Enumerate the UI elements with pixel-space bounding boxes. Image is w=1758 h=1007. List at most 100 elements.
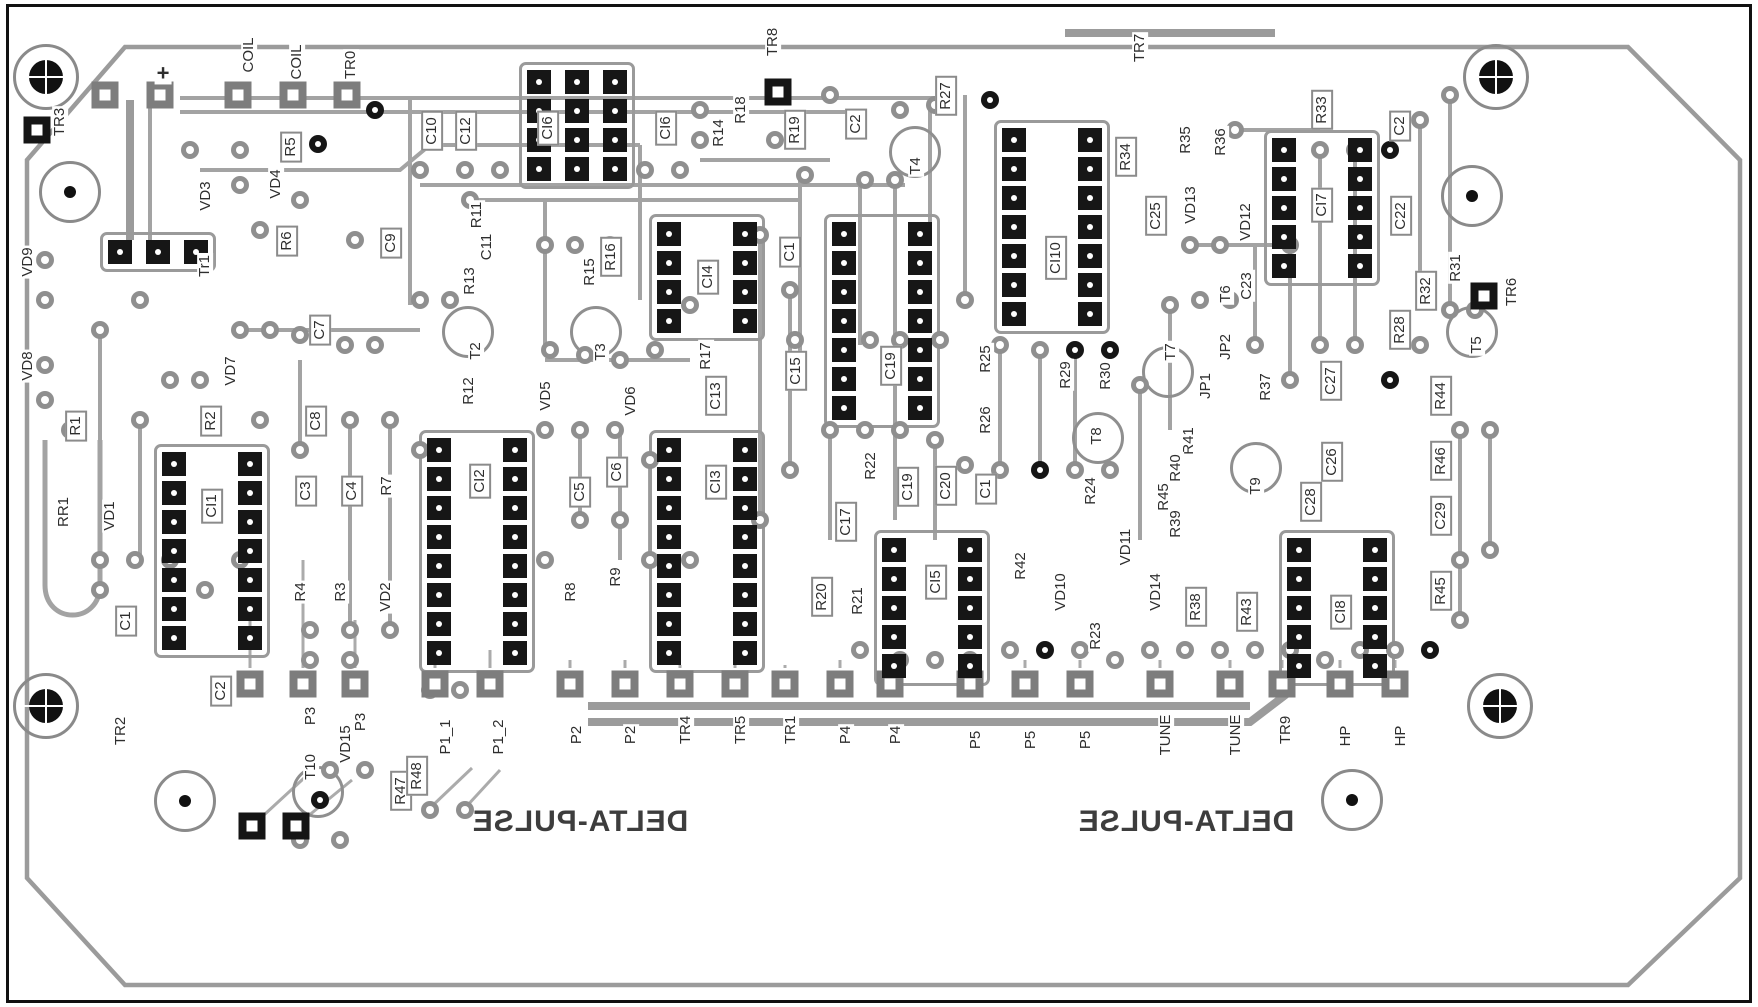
ic-pad — [565, 70, 589, 94]
via-pad — [1181, 236, 1199, 254]
ic-pad — [1348, 196, 1372, 220]
via-pad — [131, 411, 149, 429]
via-pad — [766, 131, 784, 149]
ic-pad — [1078, 302, 1102, 326]
ic-pad — [503, 583, 527, 607]
edge-pad — [146, 81, 174, 109]
component-label-c22: C22 — [1390, 196, 1412, 236]
component-label-vd1: VD1 — [101, 499, 119, 533]
mounting-hole-screw — [13, 673, 79, 739]
ic-pad — [908, 222, 932, 246]
component-label-r17: R17 — [697, 340, 715, 372]
component-label-r36: R36 — [1212, 126, 1230, 158]
via-pad — [366, 336, 384, 354]
ic-pad — [238, 481, 262, 505]
via-pad — [851, 641, 869, 659]
component-label-r45: R45 — [1430, 571, 1452, 611]
edge-pad — [238, 812, 266, 840]
ic-pad — [238, 539, 262, 563]
ic-pad — [908, 396, 932, 420]
component-label-ci1: CI1 — [201, 488, 223, 524]
via-pad — [1211, 641, 1229, 659]
component-label-r2: R2 — [200, 405, 222, 437]
via-pad — [681, 296, 699, 314]
via-pad — [1381, 141, 1399, 159]
via-pad — [36, 391, 54, 409]
component-label-p5: P5 — [967, 728, 985, 752]
ic-pad — [832, 280, 856, 304]
component-label-vd9: VD9 — [19, 245, 37, 279]
ic-pad — [657, 467, 681, 491]
via-pad — [1031, 341, 1049, 359]
via-pad — [421, 801, 439, 819]
component-label-tr7: TR7 — [1131, 31, 1149, 65]
ic-pad — [1078, 186, 1102, 210]
component-label-r43: R43 — [1236, 592, 1258, 632]
ic-pad — [733, 309, 757, 333]
via-pad — [36, 356, 54, 374]
via-pad — [1451, 611, 1469, 629]
ic-pad — [162, 626, 186, 650]
component-label-r16: R16 — [600, 237, 622, 277]
component-label-t9: T9 — [1247, 475, 1265, 497]
via-pad — [411, 441, 429, 459]
component-label-tune: TUNE — [1157, 712, 1175, 758]
via-pad — [611, 511, 629, 529]
ic-pad — [657, 222, 681, 246]
component-label-tr6: TR6 — [1503, 275, 1521, 309]
ic-pad — [1287, 596, 1311, 620]
silkscreen-title-left: DELTA-PULSE — [471, 805, 689, 838]
edge-pad — [476, 670, 504, 698]
ic-pad — [527, 70, 551, 94]
mounting-hole — [1441, 165, 1503, 227]
edge-pad — [23, 116, 51, 144]
via-pad — [251, 411, 269, 429]
component-label-r6: R6 — [276, 225, 298, 257]
ic-pad — [1363, 567, 1387, 591]
component-label-hp: HP — [1337, 723, 1355, 749]
edge-pad — [236, 670, 264, 698]
via-pad — [1066, 461, 1084, 479]
component-label-c19: C19 — [880, 346, 902, 386]
via-pad — [536, 236, 554, 254]
component-label-vd14: VD14 — [1147, 571, 1165, 613]
component-label-vd3: VD3 — [197, 179, 215, 213]
ic-pad — [908, 338, 932, 362]
via-pad — [309, 135, 327, 153]
via-pad — [291, 191, 309, 209]
ic-pad — [657, 309, 681, 333]
ic-pad — [882, 538, 906, 562]
via-pad — [366, 101, 384, 119]
ic-pad — [1348, 225, 1372, 249]
component-label-vd15: VD15 — [337, 723, 355, 765]
ic-pad — [657, 612, 681, 636]
ic-pad — [908, 367, 932, 391]
component-label-hp: HP — [1392, 723, 1410, 749]
edge-pad — [721, 670, 749, 698]
component-label-r14: R14 — [710, 117, 728, 149]
via-pad — [681, 551, 699, 569]
via-pad — [891, 421, 909, 439]
ic-pad — [908, 309, 932, 333]
component-label-jp2: JP2 — [1217, 332, 1235, 362]
ic-pad — [733, 583, 757, 607]
component-label-ci6: CI6 — [655, 110, 677, 146]
component-label-p1_2: P1_2 — [490, 717, 508, 757]
via-pad — [571, 511, 589, 529]
component-label-c6: C6 — [606, 456, 628, 488]
component-label-c11: C11 — [478, 231, 496, 263]
component-label-c3: C3 — [295, 475, 317, 507]
via-pad — [261, 321, 279, 339]
ic-footprint — [649, 214, 765, 341]
via-pad — [821, 86, 839, 104]
edge-pad — [421, 670, 449, 698]
via-pad — [356, 761, 374, 779]
component-label-r38: R38 — [1185, 587, 1207, 627]
mounting-hole-screw — [1463, 44, 1529, 110]
via-pad — [671, 161, 689, 179]
transistor-ring — [1072, 412, 1124, 464]
via-pad — [331, 831, 349, 849]
component-label-r29: R29 — [1057, 359, 1075, 391]
edge-pad — [333, 81, 361, 109]
